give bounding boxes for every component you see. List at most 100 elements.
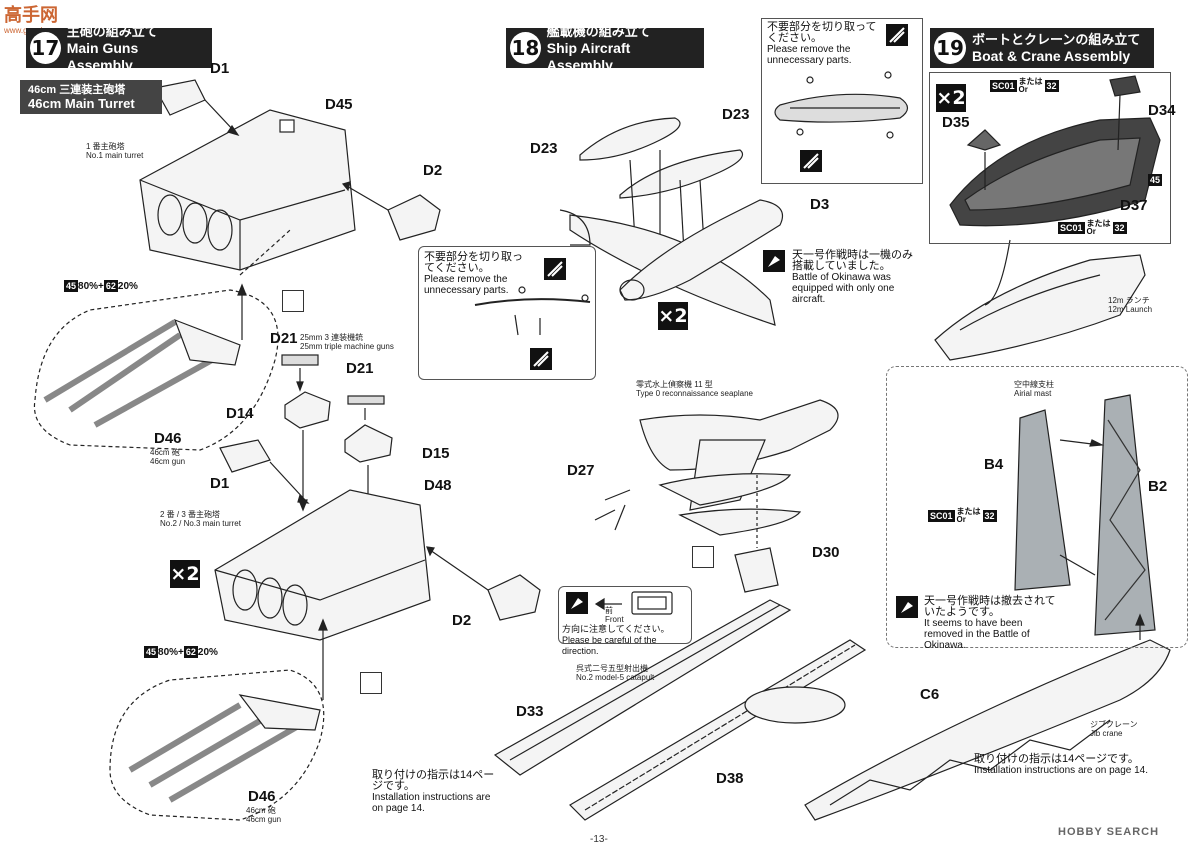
- paint-or-jp-b: または: [1086, 219, 1111, 228]
- paint-sc01-c: SC01 または Or 32: [928, 508, 997, 524]
- no-glue-icon-a: [282, 290, 304, 312]
- install-note-a: 取り付けの指示は14ページです。 Installation instructio…: [372, 769, 502, 815]
- no23-turret-en: No.2 / No.3 main turret: [160, 519, 241, 528]
- part-b4: B4: [984, 456, 1004, 473]
- part-d15: D15: [422, 445, 450, 462]
- install-note-a-jp: 取り付けの指示は14ページです。: [372, 769, 495, 792]
- paint-pct-80a: 80%: [78, 280, 99, 292]
- remove-note-a-jp: 不要部分を切り取ってください。: [424, 251, 523, 274]
- catapult-en: No.2 model-5 catapult: [576, 673, 655, 682]
- multiplier-x2-boat: ×2: [936, 84, 966, 112]
- remove-note-b: 不要部分を切り取ってください。 Please remove the unnece…: [767, 21, 879, 67]
- paint-chip-45a: 45: [64, 280, 79, 292]
- gun46-en-a: 46cm gun: [150, 457, 186, 466]
- part-d1-top: D1: [210, 60, 230, 77]
- seaplane-label: 零式水上偵察機 11 型 Type 0 reconnaissance seapl…: [636, 380, 753, 398]
- gun46-jp-a: 46cm 砲: [150, 448, 180, 457]
- direction-note-jp: 方向に注意してください。: [562, 624, 670, 634]
- cut-icon-b2: [800, 150, 822, 172]
- part-d14: D14: [226, 405, 254, 422]
- paint-chip-62b: 62: [183, 646, 198, 658]
- part-d23-a: D23: [530, 140, 558, 157]
- launch-jp: 12m ランチ: [1108, 296, 1150, 305]
- remove-note-b-jp: 不要部分を切り取ってください。: [767, 21, 877, 44]
- part-d35: D35: [942, 114, 970, 131]
- gun46-label-b: 46cm 砲 46cm gun: [246, 806, 281, 824]
- no-glue-icon-c: [692, 546, 714, 568]
- paint-sc01-a: SC01 または Or 32: [990, 78, 1059, 94]
- no1-turret-label: 1 番主砲塔 No.1 main turret: [86, 142, 143, 160]
- remove-note-b-en: Please remove the unnecessary parts.: [767, 44, 852, 66]
- hobby-search-logo: HOBBY SEARCH: [1058, 826, 1160, 838]
- paint-or-jp-c: または: [956, 507, 981, 516]
- okinawa-note-jp: 天一号作戦時は一機のみ搭載していました。: [792, 249, 913, 272]
- part-d21-a: D21: [270, 330, 298, 347]
- step-19-title-en: Boat & Crane Assembly: [972, 48, 1131, 64]
- turret-label: 46cm 三連装主砲塔 46cm Main Turret: [20, 80, 162, 114]
- step-19-title-jp: ボートとクレーンの組み立て: [972, 32, 1141, 47]
- info-icon-direction: [566, 592, 588, 614]
- paint-or-en-c: Or: [956, 515, 966, 524]
- step-18-number: 18: [510, 32, 541, 64]
- okinawa-note: 天一号作戦時は一機のみ搭載していました。 Battle of Okinawa w…: [792, 249, 914, 306]
- paint-pct-20b: 20%: [197, 646, 218, 658]
- part-d37: D37: [1120, 197, 1148, 214]
- front-jp: 前: [605, 606, 613, 615]
- removed-note: 天一号作戦時は撤去されていたようです。 It seems to have bee…: [924, 596, 1064, 652]
- part-d2-b: D2: [452, 612, 472, 629]
- info-icon-mast: [896, 596, 918, 618]
- part-d48: D48: [424, 477, 452, 494]
- part-d45: D45: [325, 96, 353, 113]
- part-d23-b: D23: [722, 106, 750, 123]
- step-18-title-jp: 艦載機の組み立て: [546, 23, 651, 39]
- part-d2-top: D2: [423, 162, 443, 179]
- no1-turret-jp: 1 番主砲塔: [86, 142, 125, 151]
- paint-chip-32-c: 32: [982, 510, 997, 522]
- gun46-en-b: 46cm gun: [246, 815, 282, 824]
- jib-label: ジブクレーン Jib crane: [1090, 720, 1138, 738]
- step-19-header: 19 ボートとクレーンの組み立て Boat & Crane Assembly: [930, 28, 1154, 68]
- okinawa-note-en: Battle of Okinawa was equipped with only…: [792, 272, 895, 305]
- paint-mix-b: 45 80% + 62 20%: [144, 646, 218, 658]
- install-note-b-en: Installation instructions are on page 14…: [974, 765, 1148, 776]
- paint-chip-62a: 62: [103, 280, 118, 292]
- paint-pct-20a: 20%: [117, 280, 138, 292]
- seaplane-en: Type 0 reconnaissance seaplane: [636, 389, 753, 398]
- install-note-b: 取り付けの指示は14ページです。 Installation instructio…: [974, 753, 1174, 777]
- part-d21-b: D21: [346, 360, 374, 377]
- jib-en: Jib crane: [1090, 729, 1123, 738]
- paint-or-jp-a: または: [1018, 77, 1043, 86]
- removed-note-en: It seems to have been removed in the Bat…: [924, 618, 1030, 651]
- mg-label-jp: 25mm 3 連装機銃: [300, 333, 364, 342]
- cut-icon-b1: [886, 24, 908, 46]
- step-18-header: 18 艦載機の組み立て Ship Aircraft Assembly: [506, 24, 704, 73]
- boat-assembly-box: [929, 72, 1171, 244]
- remove-note-a-en: Please remove the unnecessary parts.: [424, 274, 509, 296]
- multiplier-x2-turret: ×2: [170, 560, 200, 588]
- part-d34: D34: [1148, 102, 1176, 119]
- launch-label: 12m ランチ 12m Launch: [1108, 296, 1152, 314]
- part-d27: D27: [567, 462, 595, 479]
- paint-pct-80b: 80%: [158, 646, 179, 658]
- mast-dashed-box: [886, 366, 1188, 648]
- part-d46-a: D46: [154, 430, 182, 447]
- paint-chip-45-boat: 45: [1148, 174, 1163, 186]
- mast-jp: 空中線支柱: [1014, 380, 1054, 389]
- step-17-title-jp: 主砲の組み立て: [66, 23, 158, 39]
- no1-turret-en: No.1 main turret: [86, 151, 144, 160]
- paint-chip-32-a: 32: [1044, 80, 1059, 92]
- part-d3: D3: [810, 196, 830, 213]
- install-note-b-jp: 取り付けの指示は14ページです。: [974, 753, 1139, 765]
- direction-note: 方向に注意してください。 Please be careful of the di…: [562, 624, 688, 657]
- part-b2: B2: [1148, 478, 1168, 495]
- cut-icon-a1: [544, 258, 566, 280]
- part-d46-b: D46: [248, 788, 276, 805]
- direction-note-en: Please be careful of the direction.: [562, 635, 657, 656]
- paint-mix-a: 45 80% + 62 20%: [64, 280, 138, 292]
- part-d1-b: D1: [210, 475, 230, 492]
- launch-en: 12m Launch: [1108, 305, 1153, 314]
- remove-parts-box-a: [418, 246, 596, 380]
- watermark-text: 高手网: [4, 5, 58, 25]
- step-19-number: 19: [934, 32, 966, 64]
